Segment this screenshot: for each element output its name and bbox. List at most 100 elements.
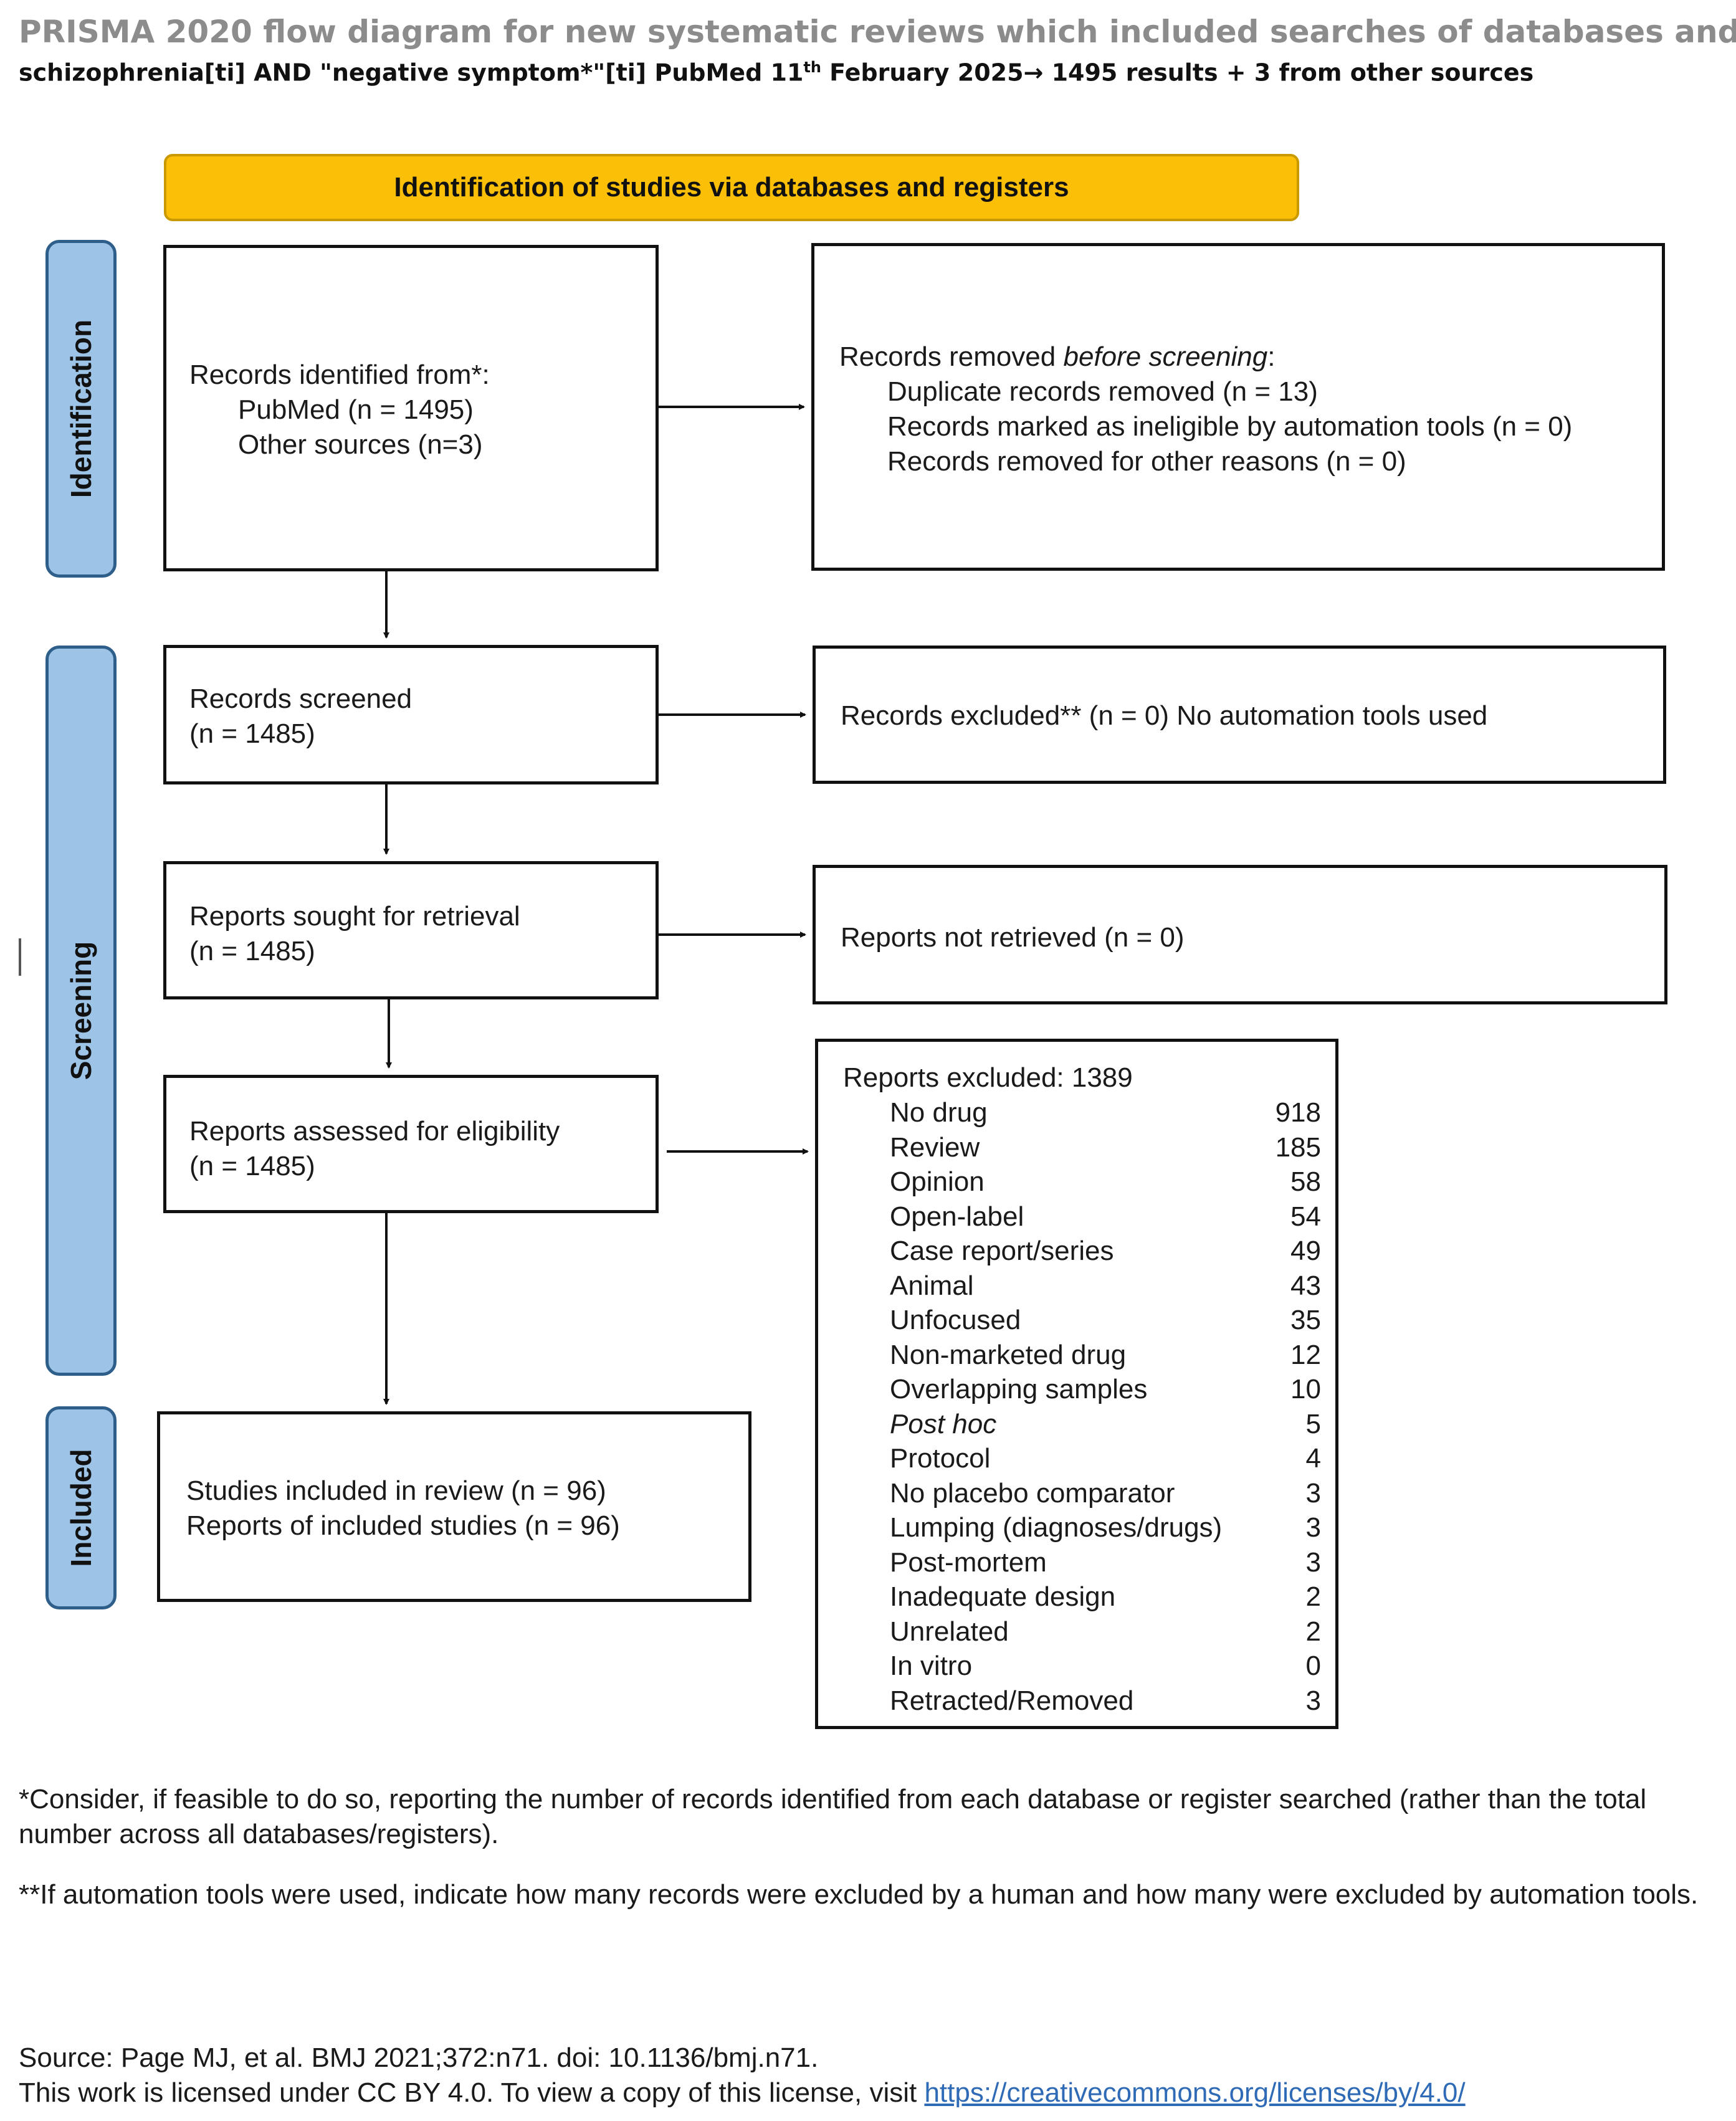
records-removed-pre: Records removed — [839, 341, 1064, 372]
margin-mark — [19, 938, 21, 976]
exclusion-reason-count: 12 — [1290, 1339, 1321, 1370]
exclusion-reason-row: Retracted/Removed 3 — [890, 1684, 1321, 1718]
subtitle-post: February 2025→ 1495 results + 3 from oth… — [821, 59, 1534, 87]
reports-assessed-count: (n = 1485) — [189, 1151, 315, 1181]
reports-sought-label: Reports sought for retrieval — [189, 901, 520, 932]
exclusion-reason-count: 3 — [1305, 1685, 1321, 1716]
records-identified-pubmed: PubMed (n = 1495) — [238, 394, 474, 425]
exclusion-reason-label: Protocol — [890, 1443, 991, 1474]
exclusion-reason-count: 4 — [1305, 1443, 1321, 1474]
license-text: This work is licensed under CC BY 4.0. T… — [19, 2077, 925, 2108]
footnote-automation: **If automation tools were used, indicat… — [19, 1879, 1699, 1910]
reports-included-label: Reports of included studies (n = 96) — [186, 1510, 620, 1541]
exclusion-reason-label: Opinion — [890, 1166, 985, 1197]
exclusion-reason-label: Non-marketed drug — [890, 1339, 1127, 1370]
exclusion-reason-row: Inadequate design 2 — [890, 1580, 1321, 1614]
exclusion-reason-label: Animal — [890, 1270, 974, 1301]
records-screened-count: (n = 1485) — [189, 718, 315, 749]
records-screened-box: Records screened (n = 1485) — [163, 645, 659, 784]
exclusion-reason-label: Open-label — [890, 1201, 1024, 1232]
exclusion-reason-row: Case report/series 49 — [890, 1234, 1321, 1269]
records-identified-other: Other sources (n=3) — [238, 429, 483, 460]
automation-ineligible: Records marked as ineligible by automati… — [887, 411, 1573, 442]
exclusion-reason-row: Unrelated 2 — [890, 1614, 1321, 1649]
exclusion-reason-count: 35 — [1290, 1305, 1321, 1335]
records-screened-label: Records screened — [189, 684, 413, 714]
exclusion-reason-row: No placebo comparator 3 — [890, 1476, 1321, 1511]
records-excluded-box: Records excluded** (n = 0) No automation… — [813, 646, 1666, 784]
exclusion-reason-count: 2 — [1305, 1616, 1321, 1647]
exclusion-reason-row: Open-label 54 — [890, 1199, 1321, 1234]
exclusion-reason-count: 2 — [1305, 1581, 1321, 1612]
exclusion-reason-row: Protocol 4 — [890, 1441, 1321, 1476]
exclusion-reason-label: No placebo comparator — [890, 1477, 1175, 1509]
exclusion-reason-count: 918 — [1275, 1097, 1321, 1128]
exclusion-reason-label: Retracted/Removed — [890, 1685, 1134, 1716]
reports-not-retrieved-box: Reports not retrieved (n = 0) — [813, 865, 1667, 1004]
phase-screening: Screening — [45, 646, 117, 1376]
exclusion-reason-row: Review 185 — [890, 1130, 1321, 1165]
exclusion-reason-count: 54 — [1290, 1201, 1321, 1232]
records-excluded-label: Records excluded** (n = 0) No automation… — [841, 700, 1488, 731]
exclusion-reason-count: 43 — [1290, 1270, 1321, 1301]
records-removed-post: : — [1267, 341, 1276, 372]
exclusion-reason-label: Inadequate design — [890, 1581, 1116, 1612]
duplicates-removed: Duplicate records removed (n = 13) — [887, 376, 1318, 407]
phase-identification: Identification — [45, 240, 117, 578]
exclusion-reason-label: Unrelated — [890, 1616, 1009, 1647]
records-removed-box: Records removed before screening: Duplic… — [811, 243, 1665, 571]
exclusion-reason-row: Lumping (diagnoses/drugs) 3 — [890, 1510, 1321, 1545]
records-removed-heading: Records removed before screening: — [839, 340, 1275, 374]
search-query-subtitle: schizophrenia[ti] AND "negative symptom*… — [19, 59, 1533, 87]
exclusion-reason-row: Post hoc 5 — [890, 1407, 1321, 1442]
exclusion-reason-label: No drug — [890, 1097, 988, 1128]
exclusion-reason-count: 10 — [1290, 1374, 1321, 1404]
reports-sought-count: (n = 1485) — [189, 936, 315, 966]
other-reasons-removed: Records removed for other reasons (n = 0… — [887, 446, 1406, 477]
exclusion-reason-row: Unfocused 35 — [890, 1303, 1321, 1338]
exclusion-reason-label: Lumping (diagnoses/drugs) — [890, 1512, 1223, 1543]
exclusion-reason-row: Post-mortem 3 — [890, 1545, 1321, 1580]
exclusion-reason-count: 3 — [1305, 1547, 1321, 1578]
exclusion-reason-count: 185 — [1275, 1132, 1321, 1163]
phase-included: Included — [45, 1406, 117, 1609]
subtitle-pre: schizophrenia[ti] AND "negative symptom*… — [19, 59, 804, 87]
exclusion-reason-count: 3 — [1305, 1512, 1321, 1543]
exclusion-reason-count: 3 — [1305, 1477, 1321, 1509]
exclusion-reason-label: Case report/series — [890, 1236, 1114, 1266]
subtitle-sup: th — [803, 59, 821, 76]
diagram-title: PRISMA 2020 flow diagram for new systema… — [19, 14, 1736, 50]
reports-not-retrieved-label: Reports not retrieved (n = 0) — [841, 922, 1185, 953]
exclusion-reason-count: 49 — [1290, 1236, 1321, 1266]
source-citation: Source: Page MJ, et al. BMJ 2021;372:n71… — [19, 2042, 819, 2073]
exclusion-reason-label: In vitro — [890, 1651, 973, 1681]
identification-banner: Identification of studies via databases … — [164, 154, 1299, 221]
exclusion-reason-row: Opinion 58 — [890, 1165, 1321, 1199]
exclusion-reason-row: Non-marketed drug 12 — [890, 1338, 1321, 1373]
records-removed-em: before screening — [1063, 341, 1268, 372]
exclusion-reason-count: 5 — [1305, 1408, 1321, 1439]
exclusion-reason-label: Review — [890, 1132, 980, 1163]
license-statement: This work is licensed under CC BY 4.0. T… — [19, 2076, 1466, 2110]
license-link[interactable]: https://creativecommons.org/licenses/by/… — [924, 2077, 1466, 2108]
studies-included-label: Studies included in review (n = 96) — [186, 1475, 606, 1506]
exclusion-reason-count: 58 — [1290, 1166, 1321, 1197]
exclusion-reason-label: Unfocused — [890, 1305, 1021, 1335]
records-identified-heading: Records identified from*: — [189, 360, 490, 390]
studies-included-box: Studies included in review (n = 96) Repo… — [157, 1411, 751, 1602]
reports-sought-box: Reports sought for retrieval (n = 1485) — [163, 861, 659, 999]
records-identified-box: Records identified from*: PubMed (n = 14… — [163, 245, 659, 571]
reports-assessed-box: Reports assessed for eligibility (n = 14… — [163, 1075, 659, 1213]
exclusion-reason-row: No drug 918 — [890, 1095, 1321, 1130]
reports-assessed-label: Reports assessed for eligibility — [189, 1116, 560, 1146]
exclusion-reason-label: Post-mortem — [890, 1547, 1047, 1578]
exclusion-reason-row: Animal 43 — [890, 1269, 1321, 1304]
exclusion-reason-label: Post hoc — [890, 1408, 997, 1439]
reports-excluded-heading: Reports excluded: 1389 — [843, 1062, 1133, 1093]
